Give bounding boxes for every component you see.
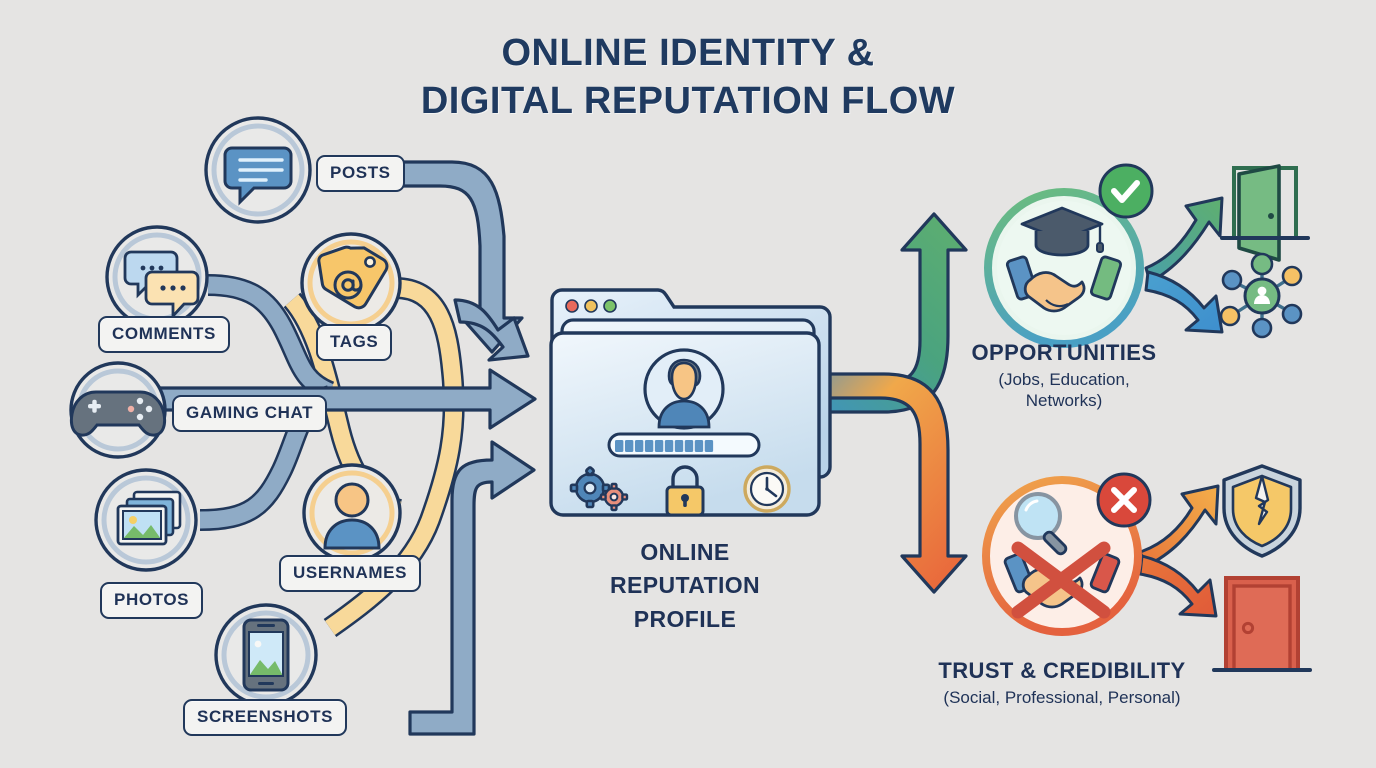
network-nodes-icon — [1219, 252, 1303, 339]
arrows-opportunities-results — [1144, 196, 1224, 334]
input-label-usernames[interactable]: USERNAMES — [279, 555, 422, 592]
padlock-icon — [665, 465, 705, 517]
input-badge-gaming-chat[interactable] — [69, 361, 167, 459]
profile-progress-bar — [607, 432, 761, 458]
outcome-subtitle-opportunities-line-1: (Jobs, Education, — [998, 370, 1130, 389]
handshake-icon — [1005, 255, 1123, 313]
progress-segment — [634, 440, 644, 452]
arrow-head-upper — [453, 298, 530, 362]
user-avatar-icon — [323, 482, 381, 550]
input-label-comments[interactable]: COMMENTS — [98, 316, 230, 353]
input-label-tags[interactable]: TAGS — [316, 324, 393, 361]
close-icon — [565, 299, 579, 313]
progress-segment — [624, 440, 634, 452]
progress-segment — [694, 440, 704, 452]
gears-icon — [569, 466, 629, 512]
outcome-label-trust-credibility: TRUST & CREDIBILITY (Social, Professiona… — [862, 658, 1262, 708]
progress-segment — [654, 440, 664, 452]
speech-bubble-icon — [223, 146, 293, 206]
outcome-badge-trust-credibility[interactable] — [982, 472, 1152, 636]
progress-segment — [684, 440, 694, 452]
cracked-shield-icon — [1222, 464, 1302, 558]
outcome-label-opportunities: OPPORTUNITIES (Jobs, Education, Networks… — [904, 340, 1224, 412]
input-label-photos[interactable]: PHOTOS — [100, 582, 204, 619]
progress-segment — [615, 440, 624, 452]
input-badge-photos[interactable] — [94, 468, 198, 572]
window-traffic-lights[interactable] — [565, 299, 617, 313]
closed-door-icon — [1212, 576, 1312, 672]
progress-segment — [674, 440, 684, 452]
magnifier-icon — [1014, 492, 1068, 556]
x-circle-icon — [1096, 472, 1152, 528]
arrows-trust-results — [1138, 484, 1220, 618]
input-label-screenshots[interactable]: SCREENSHOTS — [183, 699, 348, 736]
arrow-screenshots-to-profile — [408, 440, 536, 736]
graduation-cap-icon — [1020, 206, 1104, 257]
arrow-posts-to-profile — [398, 160, 524, 354]
outcome-title-opportunities: OPPORTUNITIES — [971, 340, 1157, 365]
center-label-line-3: PROFILE — [633, 605, 737, 632]
center-label-line-1: ONLINE — [640, 539, 730, 565]
input-badge-tags[interactable] — [300, 232, 402, 334]
minimize-icon — [584, 299, 598, 313]
phone-image-icon — [242, 618, 290, 692]
input-badge-posts[interactable] — [204, 116, 312, 224]
broken-handshake-icon — [1003, 541, 1121, 619]
check-circle-icon — [1098, 163, 1154, 219]
input-label-posts[interactable]: POSTS — [316, 155, 405, 192]
center-label-line-2: REPUTATION — [609, 572, 761, 599]
outcome-title-trust-credibility: TRUST & CREDIBILITY — [938, 658, 1186, 683]
clock-icon — [743, 465, 791, 513]
tag-at-icon — [317, 245, 389, 310]
input-label-gaming-chat[interactable]: GAMING CHAT — [172, 395, 328, 432]
outcome-badge-opportunities[interactable] — [984, 163, 1154, 348]
progress-segment — [644, 440, 654, 452]
gamepad-icon — [69, 390, 167, 437]
progress-segment — [704, 440, 714, 452]
profile-avatar — [643, 348, 725, 430]
progress-segment — [664, 440, 674, 452]
outcome-subtitle-trust-credibility: (Social, Professional, Personal) — [943, 688, 1181, 707]
chat-bubbles-icon — [123, 250, 200, 320]
photos-stack-icon — [116, 490, 182, 546]
open-door-icon — [1220, 164, 1310, 262]
outcome-subtitle-opportunities-line-2: Networks) — [1025, 391, 1103, 411]
maximize-icon — [603, 299, 617, 313]
center-node-label: ONLINE REPUTATION PROFILE — [565, 536, 805, 636]
